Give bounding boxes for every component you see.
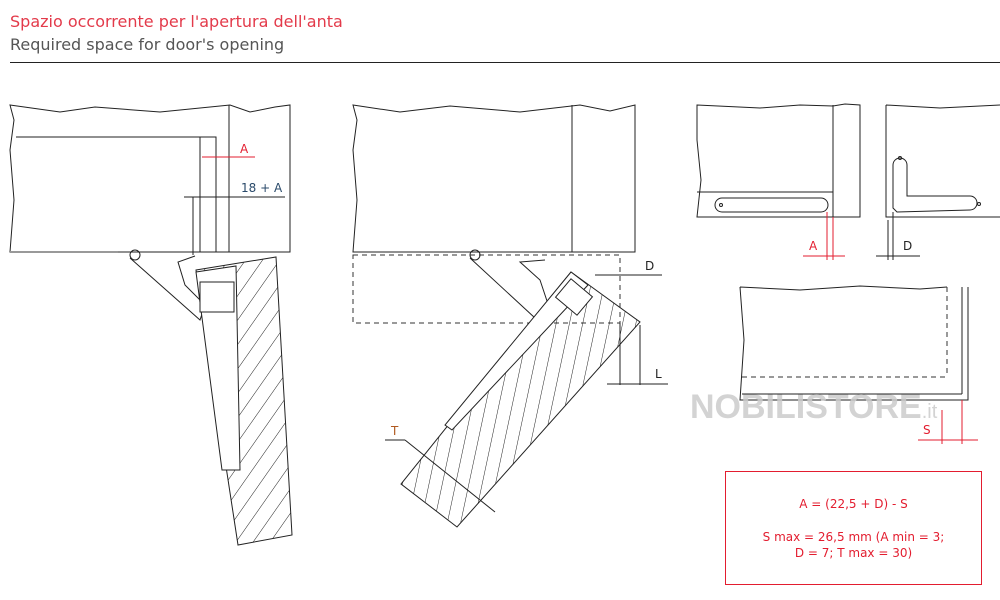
diagram-side-view: S xyxy=(739,285,978,444)
title-english: Required space for door's opening xyxy=(10,35,285,54)
hinge-arm xyxy=(469,257,551,319)
screw-hole xyxy=(719,203,723,207)
diagram-closed-door: A 18 + A xyxy=(9,104,293,546)
formula-constraints-cont: D = 7; T max = 30) xyxy=(794,546,913,560)
cabinet-top-view xyxy=(696,103,861,218)
closed-door-outline xyxy=(352,254,621,324)
label-s: S xyxy=(923,423,931,437)
label-d: D xyxy=(645,259,654,273)
label-18a: 18 + A xyxy=(241,181,283,195)
cabinet-side xyxy=(9,104,291,253)
cabinet-side-view xyxy=(739,285,969,401)
cabinet-side xyxy=(352,104,636,253)
header-divider xyxy=(10,62,1000,63)
formula-constraints: S max = 26,5 mm (A min = 3; xyxy=(762,530,945,544)
screw-hole xyxy=(977,202,981,206)
door-profile xyxy=(444,271,589,431)
label-l: L xyxy=(655,367,662,381)
hinge-arm xyxy=(129,255,206,321)
hinge-plate-slot xyxy=(714,197,829,213)
screw-hole xyxy=(898,156,902,160)
watermark-logo: NOBILISTORE.it xyxy=(690,388,938,426)
label-d-right: D xyxy=(903,239,912,253)
shelf-panel xyxy=(16,136,217,252)
formula-line: A = (22,5 + D) - S xyxy=(799,497,908,511)
label-a: A xyxy=(240,142,249,156)
formula-box: A = (22,5 + D) - S S max = 26,5 mm (A mi… xyxy=(725,471,982,585)
hinge-cup xyxy=(199,281,235,313)
hinge-l-plate xyxy=(892,157,978,213)
diagram-open-door: D L T xyxy=(352,104,668,528)
label-t: T xyxy=(390,424,399,438)
door-section xyxy=(400,271,641,528)
title-italian: Spazio occorrente per l'apertura dell'an… xyxy=(10,12,343,31)
hinge-pivot xyxy=(129,249,141,261)
door-top-view xyxy=(885,104,1000,218)
hinge-pivot xyxy=(469,249,481,261)
hinge-cup xyxy=(554,278,594,316)
dimension-t xyxy=(404,439,496,513)
label-a-right: A xyxy=(809,239,818,253)
diagram-top-views: A D xyxy=(696,103,1000,260)
door-profile xyxy=(195,265,241,471)
